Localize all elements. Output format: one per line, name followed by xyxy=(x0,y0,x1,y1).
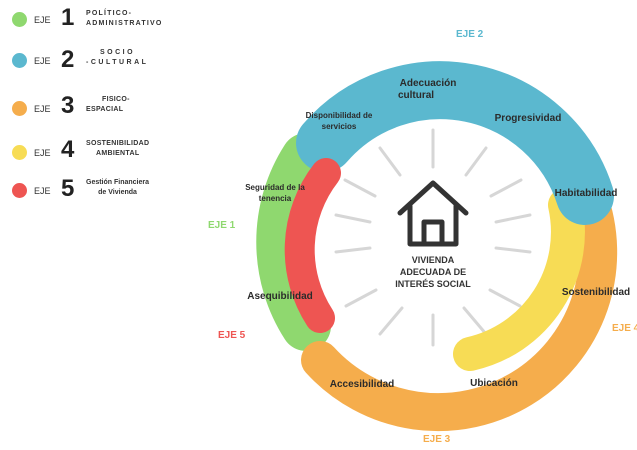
label-disponibilidad-servicios: servicios xyxy=(322,122,357,131)
yellow-dot-icon xyxy=(12,145,27,160)
axis-label-eje5: EJE 5 xyxy=(218,330,246,341)
legend-item-eje4: EJE 4 SOSTENIBILIDAD AMBIENTAL xyxy=(0,135,200,165)
house-walls xyxy=(407,203,459,247)
label-seguridad-tenencia: tenencia xyxy=(259,194,292,203)
spoke xyxy=(334,213,372,224)
legend-axis-name-line: SOSTENIBILIDAD xyxy=(86,140,150,147)
spoke xyxy=(378,146,402,177)
legend: EJE 1 POLÍTICO- ADMINISTRATIVO EJE 2 SOC… xyxy=(0,0,200,215)
spoke xyxy=(494,246,532,254)
label-accesibilidad: Accesibilidad xyxy=(330,379,394,390)
arc-eje1-green xyxy=(256,133,331,351)
arc-eje3-orange xyxy=(301,177,618,432)
spoke xyxy=(344,288,378,308)
legend-number: 4 xyxy=(61,136,75,163)
center-title-line: INTERÉS SOCIAL xyxy=(395,279,471,289)
legend-number: 2 xyxy=(61,46,75,73)
legend-axis-name-line: -CULTURAL xyxy=(86,59,149,66)
legend-axis-name: SOSTENIBILIDAD AMBIENTAL xyxy=(86,139,149,159)
spoke xyxy=(489,178,523,198)
axis-label-eje1: EJE 1 xyxy=(208,220,236,231)
label-sostenibilidad: Sostenibilidad xyxy=(562,287,630,298)
legend-axis-name-line: Gestión Financiera xyxy=(86,179,150,186)
axis-label-eje3: EJE 3 xyxy=(423,434,451,445)
label-asequibilidad: Asequibilidad xyxy=(247,291,313,302)
label-adecuacion-cultural: Adecuación xyxy=(400,78,457,89)
spoke xyxy=(343,178,377,198)
label-disponibilidad-servicios: Disponibilidad de xyxy=(306,111,373,120)
legend-axis-name-line: FISICO- xyxy=(102,96,130,103)
legend-eje-label: EJE xyxy=(34,104,51,114)
arc-eje5-red xyxy=(284,158,341,333)
legend-item-eje1: EJE 1 POLÍTICO- ADMINISTRATIVO xyxy=(0,4,200,34)
legend-axis-name: SOCIO -CULTURAL xyxy=(86,48,148,68)
spoke xyxy=(488,288,522,308)
legend-axis-name: FISICO- ESPACIAL xyxy=(86,95,130,115)
legend-item-eje5: EJE 5 Gestión Financiera de Vivienda xyxy=(0,175,200,205)
legend-item-eje2: EJE 2 SOCIO -CULTURAL xyxy=(0,46,200,76)
spokes xyxy=(334,128,532,347)
orange-dot-icon xyxy=(12,101,27,116)
spoke xyxy=(494,213,532,224)
spoke xyxy=(462,306,488,336)
center-title: VIVIENDA ADECUADA DE INTERÉS SOCIAL xyxy=(395,255,471,289)
arc-eje4-yellow xyxy=(453,188,585,371)
legend-axis-name-line: ADMINISTRATIVO xyxy=(86,20,163,27)
legend-eje-label: EJE xyxy=(34,15,51,25)
arc-eje2-blue xyxy=(296,61,614,225)
red-dot-icon xyxy=(12,183,27,198)
legend-number: 3 xyxy=(61,92,75,119)
house-door xyxy=(421,219,445,247)
legend-number: 5 xyxy=(61,175,75,202)
house-roof xyxy=(397,180,469,216)
label-habitabilidad: Habitabilidad xyxy=(555,188,618,199)
spoke xyxy=(378,306,404,336)
spoke xyxy=(334,246,372,254)
legend-axis-name-line: SOCIO xyxy=(100,49,136,56)
spoke xyxy=(464,146,488,177)
label-progresividad: Progresividad xyxy=(495,113,562,124)
legend-axis-name-line: POLÍTICO- xyxy=(86,10,133,17)
legend-axis-name: Gestión Financiera de Vivienda xyxy=(86,178,149,198)
center-title-line: VIVIENDA xyxy=(412,255,455,265)
legend-axis-name: POLÍTICO- ADMINISTRATIVO xyxy=(86,9,163,29)
legend-eje-label: EJE xyxy=(34,186,51,196)
axis-label-eje2: EJE 2 xyxy=(456,29,484,40)
center-title-line: ADECUADA DE xyxy=(400,267,466,277)
legend-axis-name-line: AMBIENTAL xyxy=(96,150,140,157)
legend-axis-name-line: de Vivienda xyxy=(98,189,137,196)
legend-axis-name-line: ESPACIAL xyxy=(86,106,124,113)
green-dot-icon xyxy=(12,12,27,27)
label-seguridad-tenencia: Seguridad de la xyxy=(245,183,305,192)
axis-label-eje4: EJE 4 xyxy=(612,323,637,334)
legend-eje-label: EJE xyxy=(34,148,51,158)
legend-eje-label: EJE xyxy=(34,56,51,66)
house-icon xyxy=(397,180,469,247)
label-ubicacion: Ubicación xyxy=(470,378,518,389)
legend-number: 1 xyxy=(61,4,75,31)
legend-item-eje3: EJE 3 FISICO- ESPACIAL xyxy=(0,92,200,122)
blue-dot-icon xyxy=(12,53,27,68)
label-adecuacion-cultural: cultural xyxy=(398,90,434,101)
